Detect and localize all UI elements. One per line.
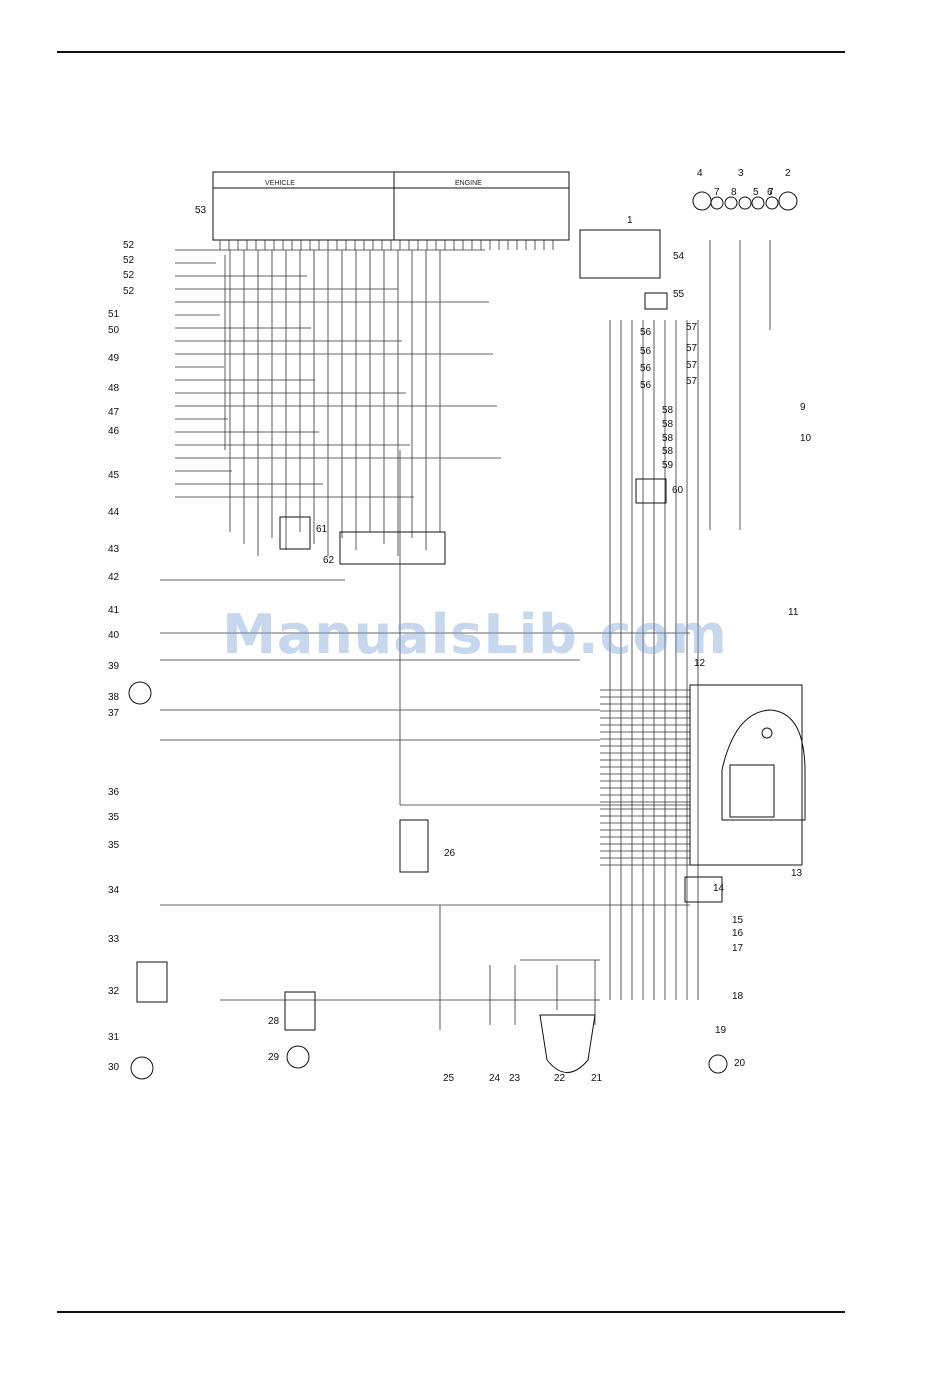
callout-label: 48	[108, 383, 120, 394]
callout-label: 9	[800, 402, 806, 413]
callout-label: 56	[640, 346, 652, 357]
callout-label: 25	[443, 1073, 455, 1084]
callout-label: 36	[108, 787, 120, 798]
callout-label: 43	[108, 544, 120, 555]
callout-label: 14	[713, 883, 725, 894]
ecu-header-engine: ENGINE	[455, 180, 482, 187]
callout-label: 35	[108, 840, 120, 851]
callout-label: 45	[108, 470, 120, 481]
callout-label: 17	[732, 943, 744, 954]
callout-label: 54	[673, 251, 685, 262]
callout-label: 59	[662, 460, 674, 471]
callout-label: 58	[662, 446, 674, 457]
callout-label: 37	[108, 708, 120, 719]
callout-label: 56	[640, 327, 652, 338]
callout-label: 52	[123, 286, 135, 297]
callout-label: 50	[108, 325, 120, 336]
callout-label: 2	[785, 168, 791, 179]
callout-label: 7	[714, 187, 720, 198]
callout-label: 10	[800, 433, 812, 444]
callout-label: 16	[732, 928, 744, 939]
callout-label: 23	[509, 1073, 521, 1084]
headlight-bulbs	[693, 192, 797, 210]
callout-label: 52	[123, 270, 135, 281]
instrument-panel	[690, 685, 805, 865]
callout-label: 44	[108, 507, 120, 518]
callout-label: 61	[316, 524, 328, 535]
callout-label: 56	[640, 363, 652, 374]
callout-label: 56	[640, 380, 652, 391]
callout-label: 35	[108, 812, 120, 823]
callout-label: 32	[108, 986, 120, 997]
callout-label: 51	[108, 309, 120, 320]
callout-label: 8	[731, 187, 737, 198]
harness-junction-main	[340, 230, 660, 872]
ground-components	[129, 293, 727, 1079]
callout-label: 26	[444, 848, 456, 859]
callout-label: 34	[108, 885, 120, 896]
callout-label: 22	[554, 1073, 566, 1084]
callout-label: 58	[662, 405, 674, 416]
callout-label: 57	[686, 343, 698, 354]
callout-label: 12	[694, 658, 706, 669]
callout-label: 5	[753, 187, 759, 198]
callout-label: 52	[123, 255, 135, 266]
callout-label: 42	[108, 572, 120, 583]
callout-label: 38	[108, 692, 120, 703]
callout-label: 33	[108, 934, 120, 945]
callout-label: 58	[662, 433, 674, 444]
callout-label: 53	[195, 205, 207, 216]
callout-label: 20	[734, 1058, 746, 1069]
callout-label: 46	[108, 426, 120, 437]
callout-label: 58	[662, 419, 674, 430]
callout-label: 18	[732, 991, 744, 1002]
taillight-module	[540, 1015, 595, 1073]
callout-label: 57	[686, 376, 698, 387]
callout-label: 21	[591, 1073, 603, 1084]
callout-label: 39	[108, 661, 120, 672]
ecu-header-vehicle: VEHICLE	[265, 180, 295, 187]
callout-label: 1	[627, 215, 633, 226]
callout-label: 40	[108, 630, 120, 641]
callout-label: 41	[108, 605, 120, 616]
callout-label: 30	[108, 1062, 120, 1073]
callout-label: 62	[323, 555, 335, 566]
wire-bundle	[160, 240, 770, 1030]
callout-label: 31	[108, 1032, 120, 1043]
callout-label: 4	[697, 168, 703, 179]
callout-label: 28	[268, 1016, 280, 1027]
callout-label: 13	[791, 868, 803, 879]
callout-label: 57	[686, 322, 698, 333]
callout-label: 49	[108, 353, 120, 364]
callout-label: 11	[788, 607, 799, 618]
callout-label: 19	[715, 1025, 727, 1036]
callout-label: 3	[738, 168, 744, 179]
callout-label: 57	[686, 360, 698, 371]
callout-label: 52	[123, 240, 135, 251]
callout-label: 55	[673, 289, 685, 300]
callout-label: 47	[108, 407, 120, 418]
callout-label: 29	[268, 1052, 280, 1063]
callout-label: 24	[489, 1073, 501, 1084]
callout-label: 60	[672, 485, 684, 496]
callout-label: 15	[732, 915, 744, 926]
callout-label: 7	[768, 187, 774, 198]
